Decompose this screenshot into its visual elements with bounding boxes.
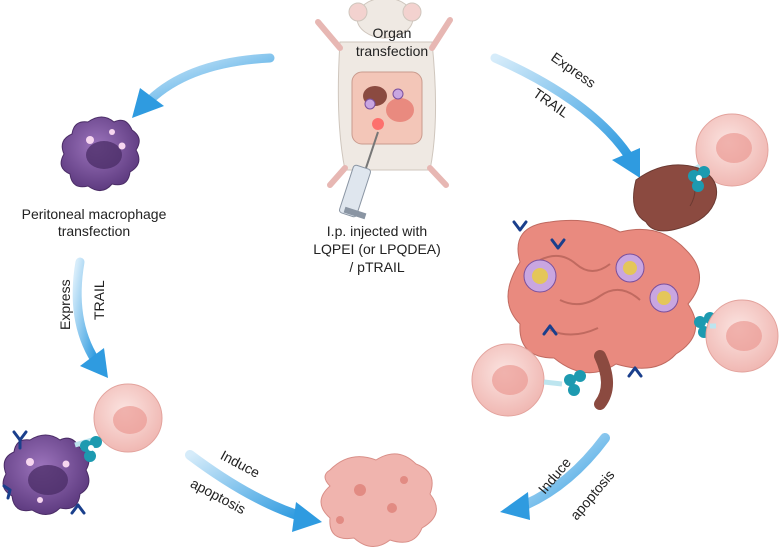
syringe-icon	[338, 131, 379, 220]
organ-transfection-label-line1: Organ	[372, 25, 412, 41]
organ-transfection-label-line2: transfection	[355, 43, 429, 59]
arrow-to-tumor-left	[72, 257, 108, 378]
tumor-cell-icon	[471, 343, 563, 417]
macrophage-icon	[2, 430, 90, 515]
mouse-icon	[315, 0, 453, 188]
arrow-induce-left	[185, 450, 322, 532]
injection-label-line3: / pTRAIL	[349, 259, 405, 275]
arrow-to-liver	[490, 53, 640, 178]
left-express-label: Express	[57, 279, 73, 330]
apoptotic-body-icon	[320, 453, 437, 547]
macrophage-label-line2: transfection	[57, 223, 131, 239]
injection-label-line1: I.p. injected with	[326, 223, 428, 239]
arrow-to-macrophage	[132, 53, 275, 118]
macrophage-icon	[523, 253, 679, 313]
tumor-cell-icon	[688, 113, 769, 187]
arrow-induce-right	[500, 433, 610, 520]
tumor-cell-icon	[705, 299, 779, 373]
trail-receptor-icon	[688, 166, 710, 192]
trail-receptor-icon	[80, 436, 102, 462]
tumor-cell-icon	[74, 383, 163, 453]
macrophage-icon	[60, 116, 140, 191]
macrophage-label-line1: Peritoneal macrophage	[21, 206, 167, 222]
left-trail-label: TRAIL	[91, 280, 107, 320]
injection-label-line2: LQPEI (or LPQDEA)	[313, 241, 441, 257]
